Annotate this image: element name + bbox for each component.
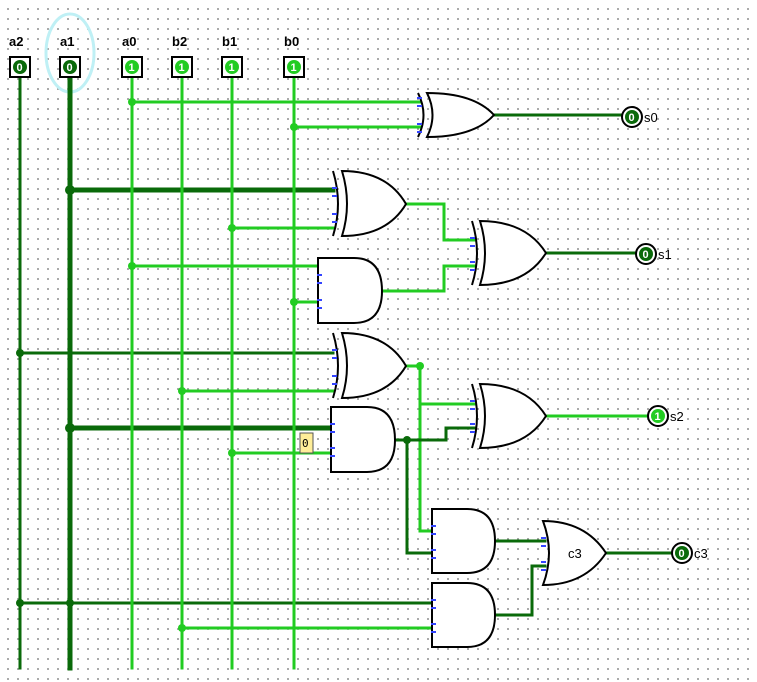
output-pin-s2[interactable]: 1 s2 bbox=[647, 405, 684, 427]
pin-value-indicator bbox=[175, 60, 189, 74]
and-gate-4[interactable] bbox=[431, 582, 497, 648]
input-pin-b1[interactable]: b1 1 bbox=[221, 34, 243, 78]
junction-dot bbox=[403, 436, 411, 444]
pin-value-indicator bbox=[125, 60, 139, 74]
junction-dot bbox=[128, 262, 136, 270]
input-pins: a2 0 a1 0 a0 1 b2 1 b1 bbox=[9, 34, 305, 78]
pin-value: 1 bbox=[291, 62, 297, 74]
pin-value: 0 bbox=[17, 62, 23, 74]
junction-dot bbox=[16, 349, 24, 357]
output-pin-s1[interactable]: 0 s1 bbox=[635, 243, 672, 265]
xor-gate-s1[interactable] bbox=[470, 219, 548, 287]
input-pin-a0[interactable]: a0 1 bbox=[121, 34, 143, 78]
wire-a1 bbox=[67, 75, 336, 671]
pin-label: b1 bbox=[222, 34, 237, 49]
wire-and4-out bbox=[493, 564, 547, 617]
pin-value: 1 bbox=[655, 411, 661, 423]
and-gate-2[interactable] bbox=[330, 406, 397, 473]
output-pin-c3[interactable]: 0 c3 bbox=[671, 542, 708, 564]
xor-gate-1[interactable] bbox=[332, 169, 408, 238]
pin-label: s0 bbox=[644, 110, 658, 125]
pin-value: 1 bbox=[229, 62, 235, 74]
output-pin-s0[interactable]: 0 s0 bbox=[621, 106, 658, 128]
pin-value-indicator bbox=[675, 546, 689, 560]
junctions bbox=[16, 98, 424, 632]
junction-dot bbox=[290, 123, 298, 131]
pin-value-indicator bbox=[225, 60, 239, 74]
output-pins: 0 s0 0 s1 1 s2 0 c3 bbox=[621, 106, 708, 564]
junction-dot bbox=[178, 624, 186, 632]
xor-gate-s0[interactable] bbox=[417, 91, 496, 139]
input-pin-b0[interactable]: b0 1 bbox=[283, 34, 305, 78]
pin-value: 0 bbox=[629, 112, 635, 124]
probe[interactable]: 0 bbox=[299, 432, 314, 454]
wire-and1-out bbox=[380, 264, 477, 293]
xor-gate-3[interactable] bbox=[332, 331, 408, 400]
junction-dot bbox=[66, 599, 74, 607]
junction-dot bbox=[65, 423, 75, 433]
and-gate-1[interactable] bbox=[317, 257, 384, 324]
pin-value: 1 bbox=[179, 62, 185, 74]
pin-label: s1 bbox=[658, 247, 672, 262]
pin-label: b2 bbox=[172, 34, 187, 49]
pin-label: a0 bbox=[122, 34, 136, 49]
junction-dot bbox=[416, 362, 424, 370]
wire-xor1-out bbox=[404, 202, 477, 242]
xor-gate-s2[interactable] bbox=[470, 382, 548, 450]
c3-gate-label: c3 bbox=[568, 546, 582, 561]
pin-label: s2 bbox=[670, 409, 684, 424]
pin-value: 0 bbox=[679, 548, 685, 560]
pin-value: 0 bbox=[67, 62, 73, 74]
probe-value: 0 bbox=[302, 437, 309, 450]
junction-dot bbox=[228, 224, 236, 232]
pin-value-indicator bbox=[63, 60, 77, 74]
pin-value-indicator bbox=[625, 110, 639, 124]
junction-dot bbox=[228, 449, 236, 457]
pin-value: 1 bbox=[129, 62, 135, 74]
junction-dot bbox=[65, 185, 75, 195]
input-pin-a1[interactable]: a1 0 bbox=[59, 34, 81, 78]
pin-value-indicator bbox=[13, 60, 27, 74]
wire-b1 bbox=[230, 76, 335, 670]
junction-dot bbox=[16, 599, 24, 607]
input-pin-a2[interactable]: a2 0 bbox=[9, 34, 31, 78]
pin-value: 0 bbox=[643, 249, 649, 261]
junction-dot bbox=[290, 298, 298, 306]
wire-b2 bbox=[180, 76, 434, 670]
pin-value-indicator bbox=[287, 60, 301, 74]
pin-label: c3 bbox=[694, 546, 708, 561]
pin-value-indicator bbox=[651, 409, 665, 423]
or-gate-c3[interactable] bbox=[541, 519, 608, 587]
and-gate-3[interactable] bbox=[431, 508, 497, 574]
junction-dot bbox=[128, 98, 136, 106]
pin-value-indicator bbox=[639, 247, 653, 261]
junction-dot bbox=[178, 387, 186, 395]
pin-label: b0 bbox=[284, 34, 299, 49]
wire-xor3-out bbox=[404, 364, 477, 533]
pin-label: a1 bbox=[60, 34, 74, 49]
probe-box bbox=[299, 432, 314, 454]
input-pin-b2[interactable]: b2 1 bbox=[171, 34, 193, 78]
pin-label: a2 bbox=[9, 34, 23, 49]
